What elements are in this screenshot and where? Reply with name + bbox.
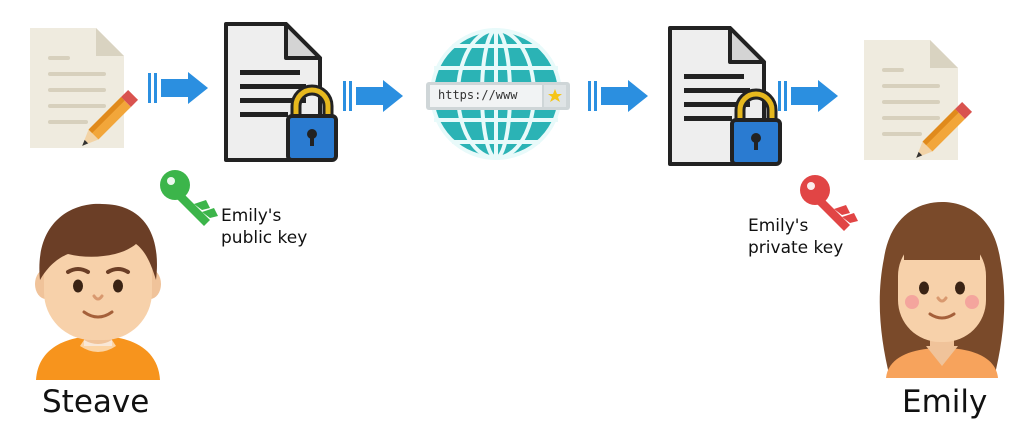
recipient-avatar xyxy=(876,198,1008,380)
arrow-right-icon xyxy=(343,80,409,116)
sender-name: Steave xyxy=(42,384,150,420)
decrypted-document-icon xyxy=(864,40,994,170)
arrow-right-icon xyxy=(778,80,844,116)
url-bar-text: https://www xyxy=(438,88,518,102)
arrow-right-icon xyxy=(148,72,214,108)
arrow-right-icon xyxy=(588,80,654,116)
private-key-icon xyxy=(800,175,862,237)
plain-document-icon xyxy=(30,28,160,158)
globe-icon xyxy=(426,28,574,160)
public-key-icon xyxy=(160,170,222,232)
public-key-label-line2: public key xyxy=(221,228,308,248)
recipient-name: Emily xyxy=(902,384,988,420)
private-key-label-line1: Emily's xyxy=(748,216,809,236)
encrypted-document-icon xyxy=(668,26,784,178)
encrypted-document-icon xyxy=(224,22,340,174)
sender-avatar xyxy=(32,200,164,380)
private-key-label-line2: private key xyxy=(748,238,844,258)
public-key-label-line1: Emily's xyxy=(221,206,282,226)
